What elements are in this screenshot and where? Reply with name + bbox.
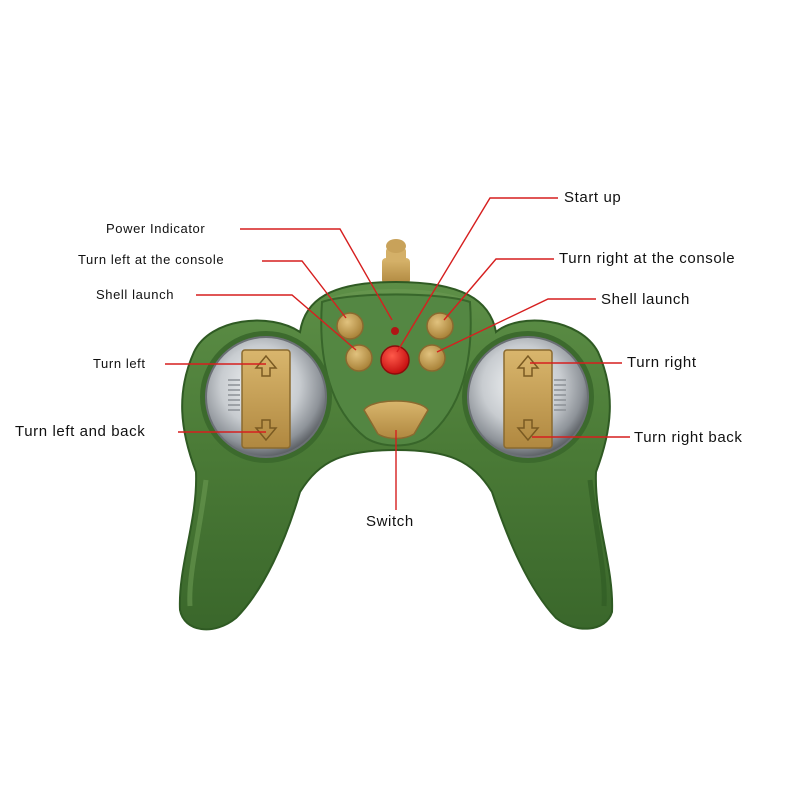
shell-launch-right-button[interactable] [418,344,446,372]
leader-lines [165,197,630,510]
label-turn-right-back: Turn right back [634,429,743,446]
label-turn-right-console: Turn right at the console [559,250,736,267]
label-turn-left-back: Turn left and back [15,423,146,440]
turn-left-console-button[interactable] [336,312,364,340]
left-stick[interactable] [200,331,332,463]
label-shell-launch-left: Shell launch [96,287,175,302]
right-stick[interactable] [462,331,594,463]
start-up-button[interactable] [380,345,410,375]
label-switch: Switch [366,513,414,530]
label-power-indicator: Power Indicator [106,221,206,236]
label-start-up: Start up [564,189,622,206]
label-turn-right: Turn right [627,354,697,371]
power-indicator-led [391,327,399,335]
label-shell-launch-right: Shell launch [601,291,690,308]
label-turn-left: Turn left [93,356,146,371]
switch-button[interactable] [363,400,429,440]
shell-launch-left-button[interactable] [345,344,373,372]
label-turn-left-console: Turn left at the console [78,252,225,267]
turn-right-console-button[interactable] [426,312,454,340]
antenna [382,239,410,284]
